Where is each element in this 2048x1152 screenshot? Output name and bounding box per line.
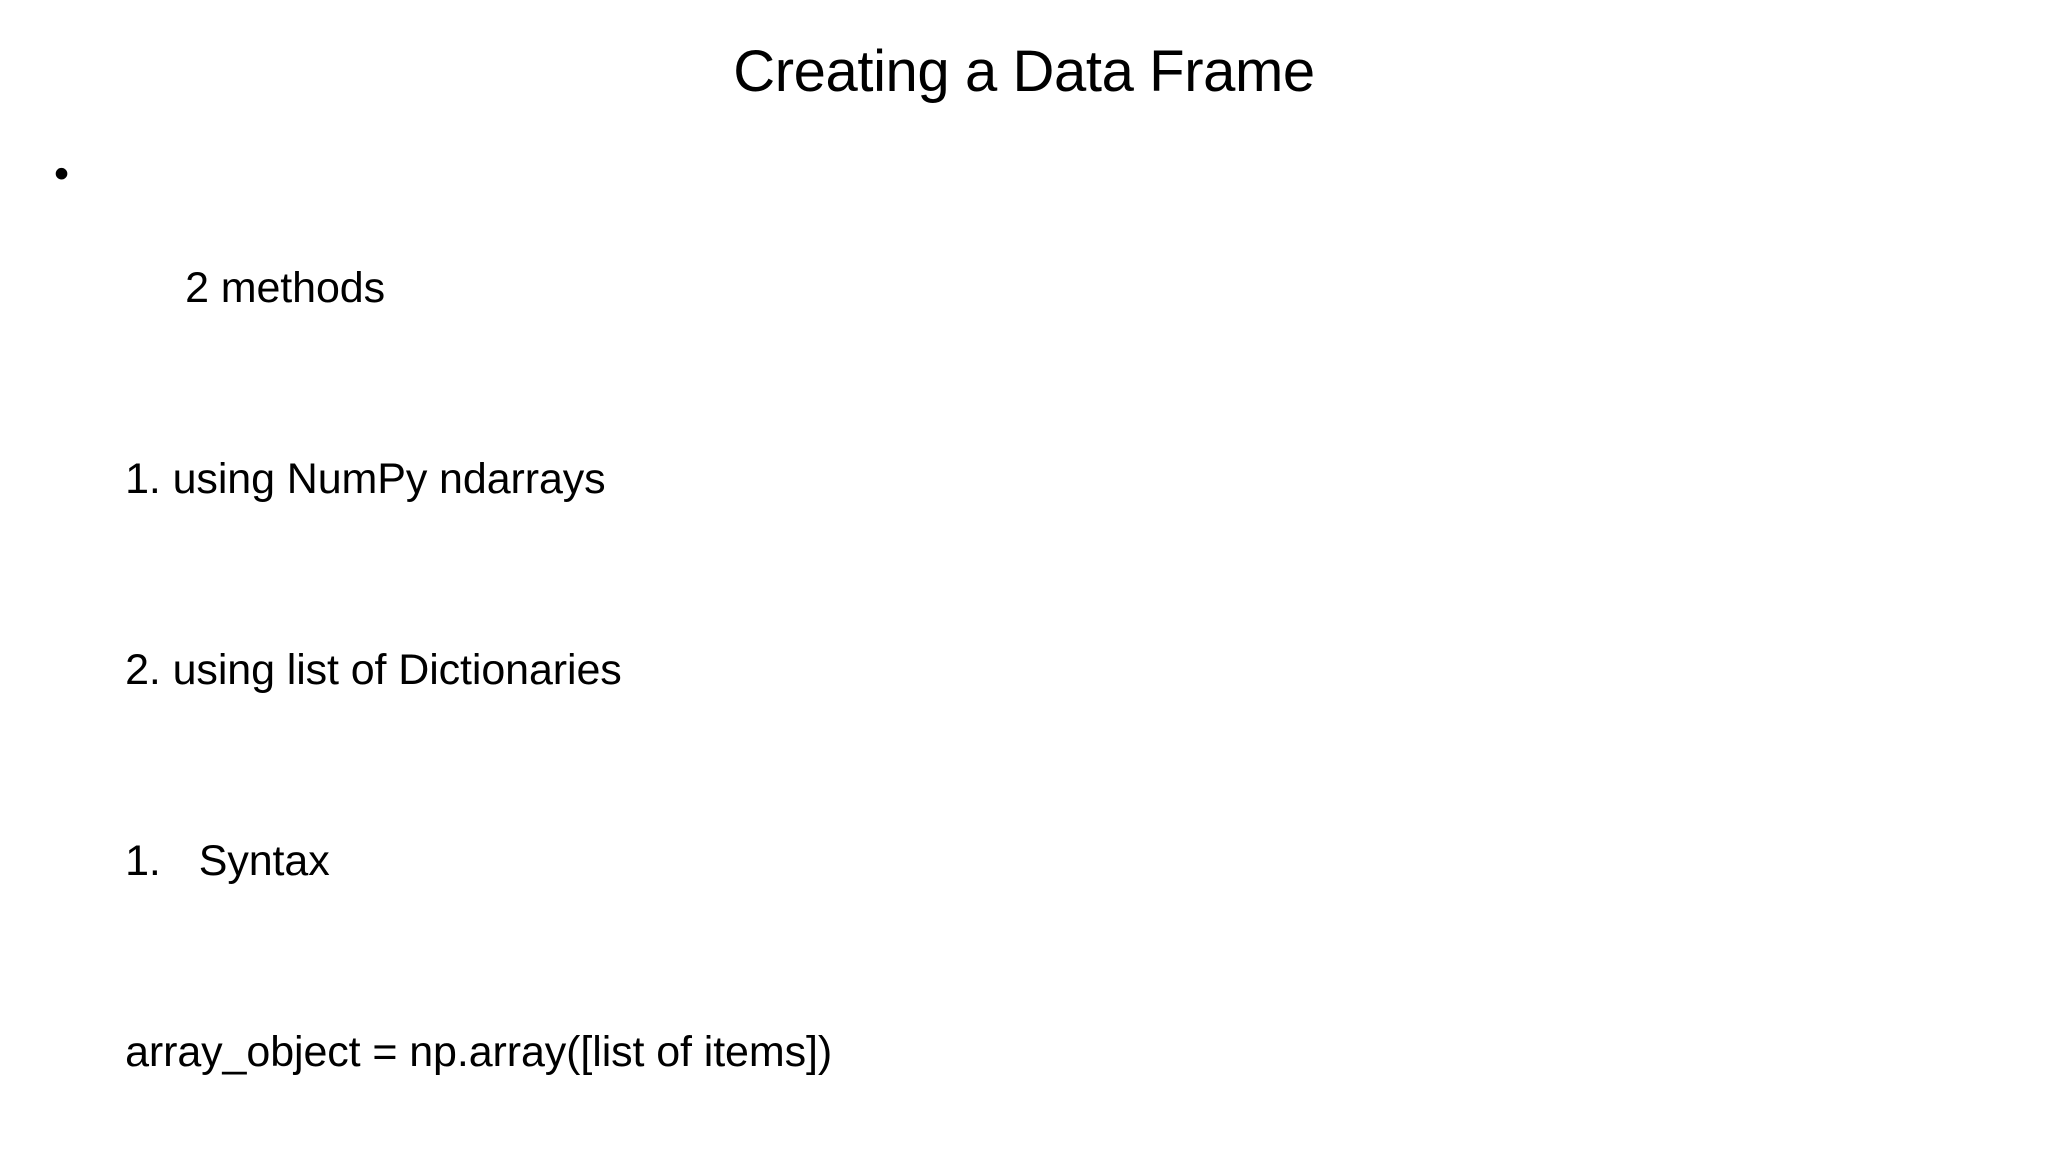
bullet-list-item-label: 2 methods xyxy=(185,264,385,312)
code-line-array-syntax: array_object = np.array([list of items]) xyxy=(54,967,1854,1138)
bullet-list-item-2-methods: • 2 methods xyxy=(54,146,1854,374)
list-item-syntax-1-number: 1. xyxy=(125,837,161,885)
list-item-syntax-1: 1. Syntax xyxy=(54,776,1854,947)
list-item-syntax-1-label: Syntax xyxy=(198,837,330,885)
code-line-array-syntax-text: array_object = np.array([list of items]) xyxy=(125,1028,833,1076)
bullet-point-icon: • xyxy=(54,150,69,198)
list-item-method-1-label: 1. using NumPy ndarrays xyxy=(125,455,606,503)
list-item-method-2-label: 2. using list of Dictionaries xyxy=(125,646,622,694)
list-item-method-2: 2. using list of Dictionaries xyxy=(54,585,1854,756)
slide-body-content-placeholder[interactable]: • 2 methods 1. using NumPy ndarrays 2. u… xyxy=(54,146,1854,1152)
page-title: Creating a Data Frame xyxy=(733,39,1315,104)
list-item-method-1: 1. using NumPy ndarrays xyxy=(54,394,1854,565)
